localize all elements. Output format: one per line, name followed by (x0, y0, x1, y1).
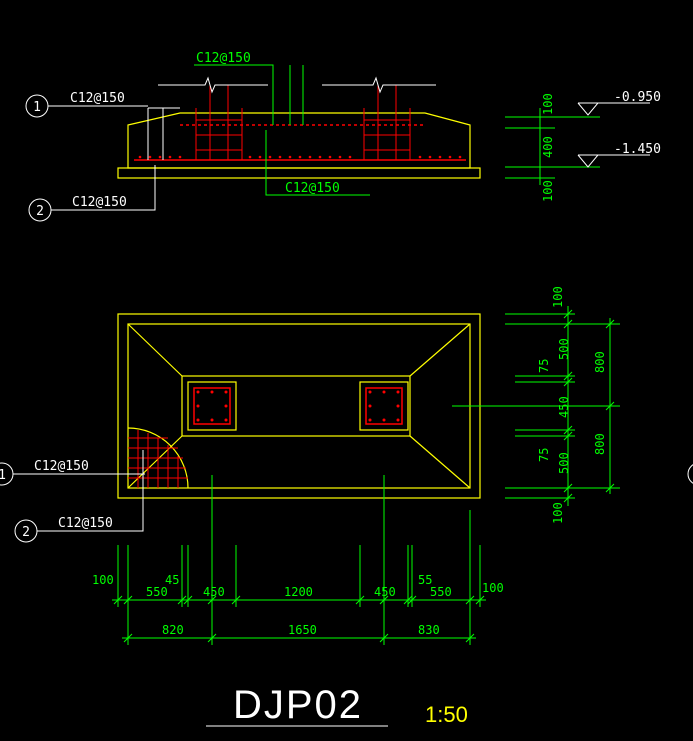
foundation-plan: 1 C12@150 2 C12@150 (0, 286, 693, 645)
plan-bottom-dim-1: 100 (92, 573, 114, 587)
plan-bottom-dim-3: 45 (165, 573, 179, 587)
plan-pedestal-outline (181, 375, 411, 437)
rebar-dots (138, 155, 462, 159)
plan-bottom-dim-7: 55 (418, 573, 432, 587)
plan-callout-2-number: 2 (22, 525, 30, 540)
elevation-bottom: -1.450 (614, 142, 661, 157)
plan-bottom-dim-4: 450 (203, 585, 225, 599)
elev-dim-1: 100 (541, 93, 555, 115)
rebar-mesh-detail (127, 427, 189, 489)
plan-right-dim-4: 450 (557, 396, 571, 418)
plan-bottom-total-3: 830 (418, 623, 440, 637)
callout-2-number: 2 (36, 204, 44, 219)
plan-bottom-total-1: 820 (162, 623, 184, 637)
plan-bottom-dim-8: 550 (430, 585, 452, 599)
drawing-scale: 1:50 (425, 702, 468, 727)
plan-callout-1-text: C12@150 (34, 459, 89, 474)
elev-dim-2: 400 (541, 136, 555, 158)
elevation-marks: -0.950 -1.450 100 400 100 (505, 90, 661, 202)
plan-right-dim-7: 100 (551, 502, 565, 524)
drawing-title-block: DJP02 1:50 (206, 683, 468, 727)
drawing-title: DJP02 (233, 683, 363, 727)
callout-1-text: C12@150 (70, 91, 125, 106)
plan-callout-2-text: C12@150 (58, 516, 113, 531)
foundation-section: C12@150 C12@150 1 C12@150 2 C12@150 (25, 51, 481, 222)
column-left-rebar (193, 387, 231, 425)
cushion-layer (117, 167, 481, 179)
callout-1-number: 1 (33, 100, 41, 115)
elev-dim-3: 100 (541, 180, 555, 202)
plan-bottom-dim-9: 100 (482, 581, 504, 595)
plan-right-total-1: 800 (593, 351, 607, 373)
elevation-top: -0.950 (614, 90, 661, 105)
plan-footing-outline (127, 323, 471, 489)
plan-callout-1-number: 1 (0, 468, 6, 483)
rebar-label-bottom: C12@150 (285, 181, 340, 196)
callout-2-text: C12@150 (72, 195, 127, 210)
rebar-label-top: C12@150 (196, 51, 251, 66)
plan-right-dim-2: 500 (557, 338, 571, 360)
plan-right-total-2: 800 (593, 433, 607, 455)
plan-bottom-dim-2: 550 (146, 585, 168, 599)
plan-bottom-dim-5: 1200 (284, 585, 313, 599)
column-right-outline (359, 381, 409, 431)
plan-right-dim-3: 75 (537, 359, 551, 373)
plan-cushion-outline (117, 313, 481, 499)
plan-bottom-total-2: 1650 (288, 623, 317, 637)
plan-right-dim-1: 100 (551, 286, 565, 308)
plan-right-dim-6: 500 (557, 452, 571, 474)
column-right-rebar (365, 387, 403, 425)
column-left-outline (187, 381, 237, 431)
plan-right-dim-5: 75 (537, 448, 551, 462)
plan-bottom-dim-6: 450 (374, 585, 396, 599)
